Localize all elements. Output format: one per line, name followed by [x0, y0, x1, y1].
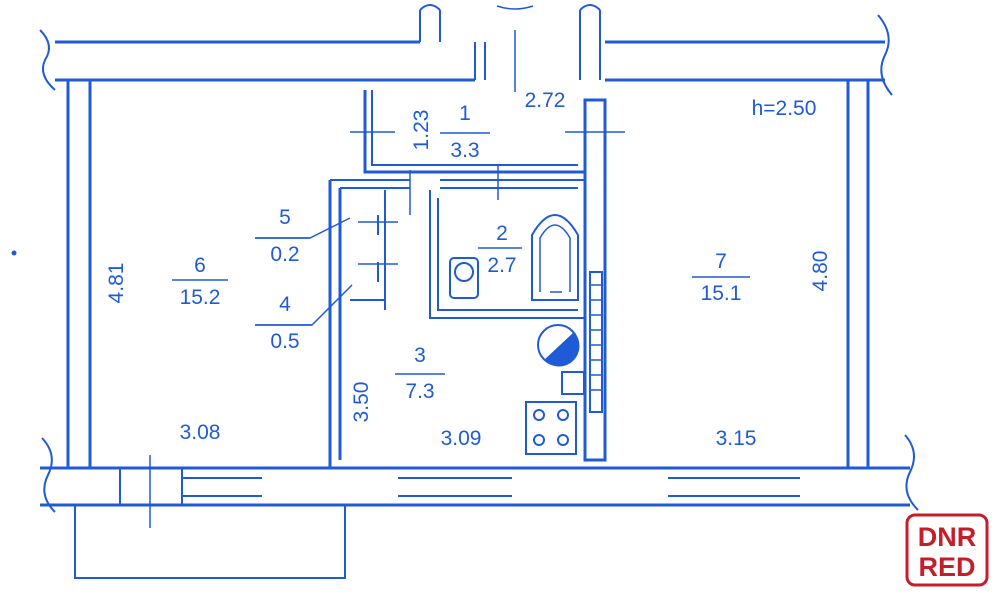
- bathtub: [531, 214, 579, 301]
- dim-room-6-depth: 4.81: [105, 263, 128, 304]
- windows: [74, 455, 800, 579]
- room-7-number: 7: [715, 250, 727, 273]
- interior-walls: [328, 90, 625, 468]
- room-1-area: 3.3: [450, 139, 479, 162]
- leader-room-5: [255, 217, 351, 239]
- ceiling-height: h=2.50: [752, 97, 817, 120]
- room-3-area: 7.3: [405, 380, 434, 403]
- room-5-area: 0.2: [270, 243, 299, 266]
- room-2-area: 2.7: [487, 254, 516, 277]
- dim-room-7-depth: 4.80: [809, 251, 832, 292]
- room-3-number: 3: [414, 344, 426, 367]
- sink-icon: [561, 371, 585, 395]
- radiator: [589, 271, 603, 413]
- leader-room-4: [255, 284, 353, 326]
- toilet: [449, 257, 479, 299]
- boiler-icon: [537, 324, 580, 367]
- dim-room-3-depth: 3.50: [350, 382, 373, 423]
- room-6-number: 6: [194, 254, 206, 277]
- dim-room-1-width: 2.72: [525, 89, 566, 112]
- room-1-number: 1: [459, 102, 471, 125]
- room-4-area: 0.5: [270, 330, 299, 353]
- dim-room-3-width: 3.09: [441, 427, 482, 450]
- margin-mark: [11, 250, 17, 256]
- dim-room-6-width: 3.08: [180, 421, 221, 444]
- room-5-number: 5: [279, 206, 291, 229]
- room-4-number: 4: [279, 293, 291, 316]
- dim-room-7-width: 3.15: [716, 427, 757, 450]
- watermark-line-1: DNR: [918, 522, 977, 552]
- room-2-number: 2: [496, 222, 508, 245]
- room-6-area: 15.2: [180, 286, 221, 309]
- room-7-area: 15.1: [701, 282, 742, 305]
- dim-room-1-depth: 1.23: [410, 110, 433, 151]
- watermark-line-2: RED: [918, 552, 975, 582]
- stove-icon: [525, 401, 577, 455]
- watermark-logo: DNR RED: [905, 513, 989, 587]
- exterior-walls: [39, 4, 919, 513]
